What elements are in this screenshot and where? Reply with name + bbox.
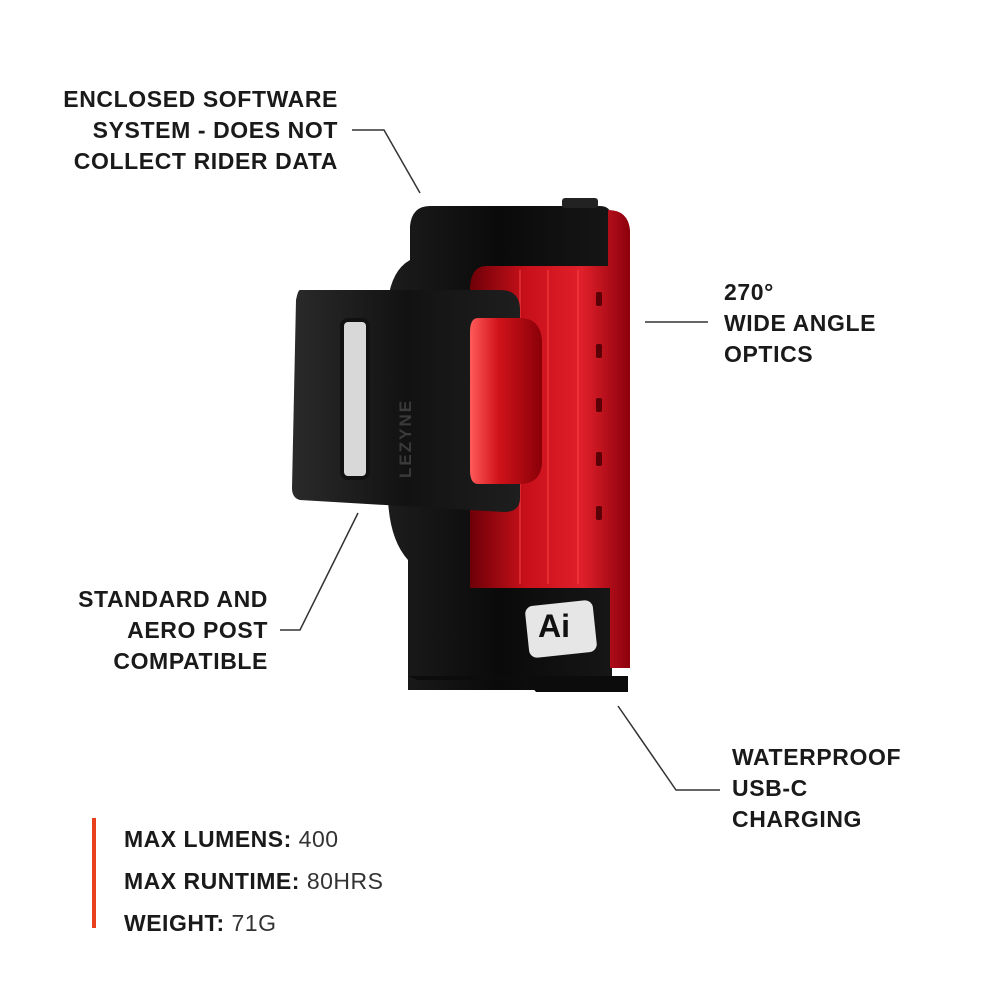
callout-post-line-1: STANDARD AND — [78, 586, 268, 612]
strap-slot — [340, 318, 370, 480]
spec-max-runtime: MAX RUNTIME: 80HRS — [124, 860, 383, 902]
ai-badge-label: Ai — [538, 608, 570, 644]
callout-usb-line-1: WATERPROOF — [732, 744, 902, 770]
ai-badge — [525, 600, 597, 658]
callout-software-line-3: COLLECT RIDER DATA — [73, 148, 338, 174]
spec-value: 80HRS — [306, 868, 384, 894]
leader-line-post — [280, 512, 359, 631]
spec-label: MAX RUNTIME: — [124, 868, 300, 894]
callout-post: STANDARD AND AERO POST COMPATIBLE — [40, 584, 268, 677]
callout-optics: 270° WIDE ANGLE OPTICS — [724, 277, 964, 370]
spec-label: WEIGHT: — [124, 910, 225, 936]
callout-optics-line-3: OPTICS — [724, 341, 814, 367]
callout-usb-line-3: CHARGING — [732, 806, 863, 832]
callout-software-line-2: SYSTEM - DOES NOT — [92, 117, 338, 143]
callout-optics-line-1: 270° — [724, 279, 774, 305]
callout-post-line-2: AERO POST — [127, 617, 268, 643]
spec-max-lumens: MAX LUMENS: 400 — [124, 818, 383, 860]
callout-usb-line-2: USB-C — [732, 775, 808, 801]
spec-value: 71G — [231, 910, 277, 936]
spec-label: MAX LUMENS: — [124, 826, 292, 852]
led-dots — [596, 292, 602, 520]
spec-value: 400 — [298, 826, 339, 852]
callout-software-line-1: ENCLOSED SOFTWARE — [63, 86, 338, 112]
spec-weight: WEIGHT: 71G — [124, 902, 383, 944]
strap-tab — [470, 318, 542, 484]
power-button — [562, 198, 598, 208]
callout-post-line-3: COMPATIBLE — [113, 648, 268, 674]
leader-line-usb — [617, 705, 720, 791]
callout-optics-line-2: WIDE ANGLE — [724, 310, 877, 336]
usb-port-cover — [408, 676, 628, 692]
callout-software: ENCLOSED SOFTWARE SYSTEM - DOES NOT COLL… — [40, 84, 338, 177]
callout-usb: WATERPROOF USB-C CHARGING — [732, 742, 972, 835]
leader-line-software — [352, 129, 421, 194]
spec-list: MAX LUMENS: 400 MAX RUNTIME: 80HRS WEIGH… — [92, 818, 383, 936]
brand-mark: LEZYNE — [396, 398, 415, 478]
